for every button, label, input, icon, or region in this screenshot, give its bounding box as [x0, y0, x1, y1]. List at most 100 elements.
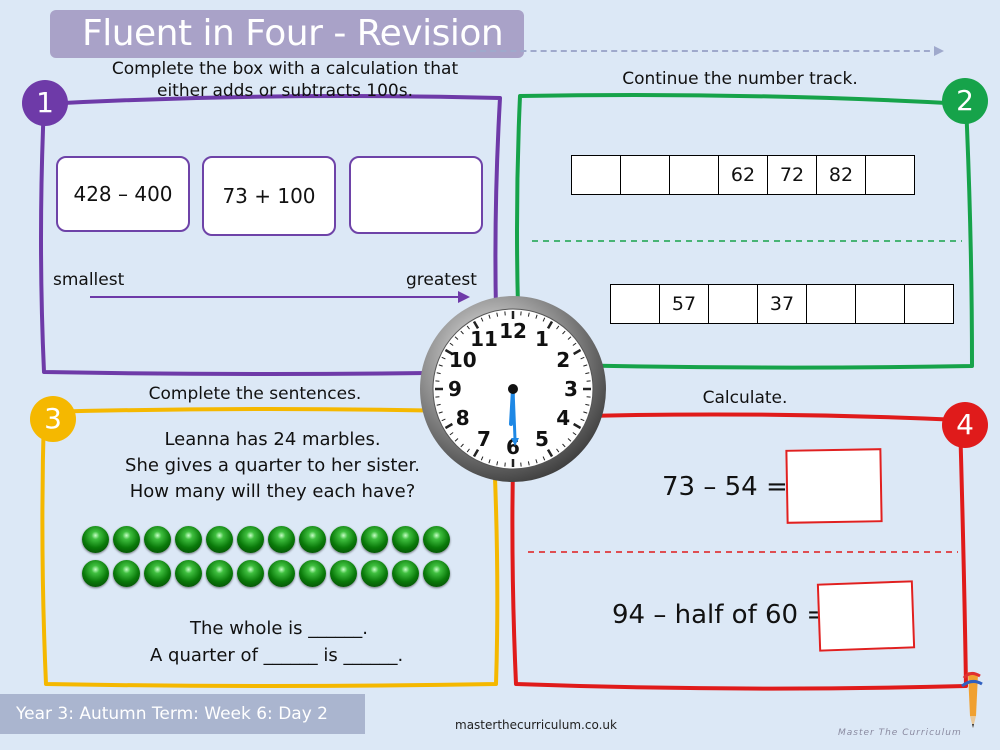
marble: [113, 526, 140, 553]
marble-group: [82, 526, 450, 587]
q1-instruction: Complete the box with a calculation that…: [95, 58, 475, 102]
marble: [361, 560, 388, 587]
clock-tick: [567, 438, 572, 442]
clock-tick: [572, 342, 577, 346]
clock-tick: [542, 456, 546, 461]
clock-tick: [585, 403, 590, 406]
number-track-1: 62 72 82: [571, 155, 915, 195]
marble: [144, 560, 171, 587]
track1-cell[interactable]: [670, 156, 719, 194]
clock-tick: [572, 432, 577, 436]
clock-tick: [488, 314, 491, 319]
track2-cell[interactable]: [709, 285, 758, 323]
marble: [299, 526, 326, 553]
website-link[interactable]: masterthecurriculum.co.uk: [455, 718, 617, 732]
page-title: Fluent in Four - Revision: [82, 13, 504, 54]
clock-tick: [449, 432, 454, 436]
q3-sentence-2: A quarter of ______ is ______.: [150, 645, 404, 666]
q3-frame: [40, 407, 500, 688]
q3-story-line3: How many will they each have?: [129, 481, 416, 502]
clock-tick: [480, 456, 484, 461]
clock-number: 8: [456, 406, 470, 430]
clock-tick: [546, 320, 554, 330]
clock-tick: [436, 372, 441, 375]
track1-cell[interactable]: [572, 156, 621, 194]
clock-tick: [454, 336, 459, 340]
clock-tick: [460, 330, 464, 335]
clock-tick: [585, 372, 590, 375]
clock-number: 12: [499, 319, 527, 343]
clock-tick: [496, 312, 499, 317]
q4-instruction: Calculate.: [702, 388, 788, 408]
q2-number-badge: 2: [942, 78, 988, 124]
clock-number: 4: [556, 406, 570, 430]
track1-cell[interactable]: [621, 156, 670, 194]
q1-number-badge: 1: [22, 80, 68, 126]
hour-hand: [509, 387, 515, 426]
title-dotted-rule: [470, 50, 940, 52]
footer-label: Year 3: Autumn Term: Week 6: Day 2: [16, 704, 328, 724]
q3-number-badge: 3: [30, 396, 76, 442]
track2-cell[interactable]: [807, 285, 856, 323]
q1-instruction-line2: either adds or subtracts 100s.: [156, 81, 413, 101]
track1-cell: 82: [817, 156, 866, 194]
marble: [330, 560, 357, 587]
clock-tick: [472, 320, 480, 330]
clock-tick: [496, 461, 499, 466]
clock-tick: [546, 448, 554, 458]
clock-number: 10: [449, 348, 477, 372]
q4-answer-box-1[interactable]: [785, 448, 883, 524]
clock-tick: [527, 461, 530, 466]
marble: [268, 560, 295, 587]
track2-cell: 57: [660, 285, 709, 323]
title-banner: [50, 10, 524, 58]
marble: [423, 526, 450, 553]
clock-tick: [444, 348, 454, 356]
marble: [361, 526, 388, 553]
clock-tick: [436, 403, 441, 406]
marble: [423, 560, 450, 587]
clock-number: 5: [535, 427, 549, 451]
q4-calc-2: 94 – half of 60 =: [612, 600, 829, 630]
clock-tick: [535, 459, 538, 464]
q4-number-badge: 4: [942, 402, 988, 448]
clock-number: 2: [556, 348, 570, 372]
q1-calc-box-3[interactable]: [349, 156, 483, 234]
clock-tick: [562, 330, 566, 335]
q3-story: Leanna has 24 marbles. She gives a quart…: [80, 427, 465, 505]
marble: [237, 526, 264, 553]
order-arrow-head: [458, 291, 470, 303]
clock-tick: [449, 342, 454, 346]
track1-cell[interactable]: [866, 156, 914, 194]
marble-row-2: [82, 560, 450, 587]
q3-instruction: Complete the sentences.: [148, 384, 362, 404]
clock-tick: [556, 325, 560, 330]
track2-cell[interactable]: [905, 285, 953, 323]
clock-number: 11: [470, 327, 498, 351]
marble-row-1: [82, 526, 450, 553]
track2-cell[interactable]: [856, 285, 905, 323]
clock-tick: [438, 364, 443, 367]
pencil-logo-icon: [961, 671, 983, 728]
arrow-head-icon: [934, 46, 944, 56]
clock-tick: [580, 356, 585, 360]
track1-cell: 62: [719, 156, 768, 194]
clock-ticks: [435, 311, 591, 467]
marble: [237, 560, 264, 587]
clock-number: 3: [564, 377, 578, 401]
marble: [144, 526, 171, 553]
clock-tick: [441, 418, 446, 422]
minute-hand-tip: [511, 438, 519, 446]
clock-tick: [444, 422, 454, 430]
clock-tick: [472, 448, 480, 458]
q4-answer-box-2[interactable]: [816, 580, 916, 652]
marble: [330, 526, 357, 553]
q1-calc-box-1[interactable]: 428 – 400: [56, 156, 190, 232]
marble: [82, 560, 109, 587]
track2-cell[interactable]: [611, 285, 660, 323]
marble: [392, 526, 419, 553]
clock-tick: [583, 411, 588, 414]
q1-calc-box-2[interactable]: 73 + 100: [202, 156, 336, 236]
